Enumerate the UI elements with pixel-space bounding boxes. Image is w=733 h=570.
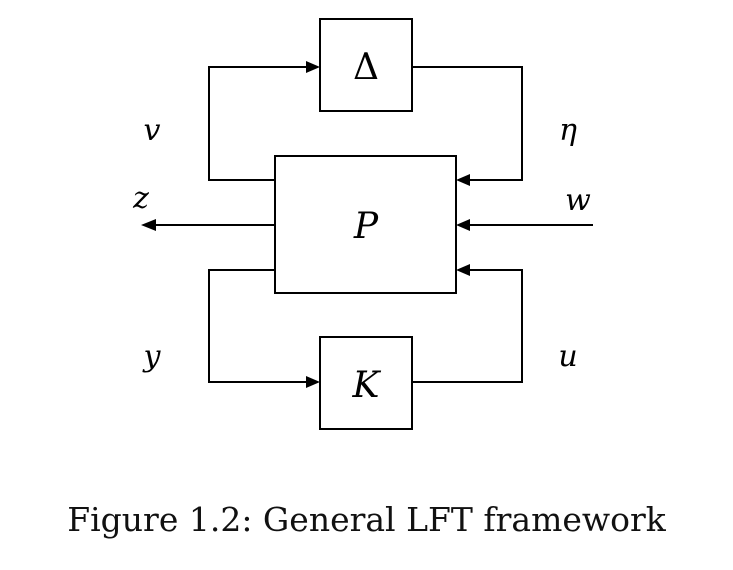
- u-arrowhead: [456, 264, 470, 276]
- z-signal-label: z: [132, 181, 149, 216]
- eta-signal-wire: [412, 66, 523, 181]
- u-signal-wire: [412, 269, 523, 383]
- w-arrowhead: [456, 219, 470, 231]
- controller-block: [319, 336, 413, 430]
- delta-label: Δ: [353, 47, 379, 88]
- delta-block: [319, 18, 413, 112]
- v-signal-label: v: [144, 113, 161, 148]
- eta-arrowhead: [456, 174, 470, 186]
- figure-caption: Figure 1.2: General LFT framework: [67, 500, 666, 539]
- w-signal-label: w: [565, 183, 591, 218]
- u-signal-label: u: [558, 339, 577, 374]
- y-signal-label: y: [142, 339, 162, 374]
- z-arrowhead: [141, 219, 156, 231]
- v-signal-wire: [208, 66, 308, 181]
- controller-label: K: [352, 365, 382, 406]
- y-arrowhead: [306, 376, 320, 388]
- eta-signal-label: η: [559, 113, 577, 148]
- plant-label: P: [353, 206, 379, 247]
- y-signal-wire: [208, 269, 308, 383]
- plant-block: [274, 155, 457, 294]
- v-arrowhead: [306, 61, 320, 73]
